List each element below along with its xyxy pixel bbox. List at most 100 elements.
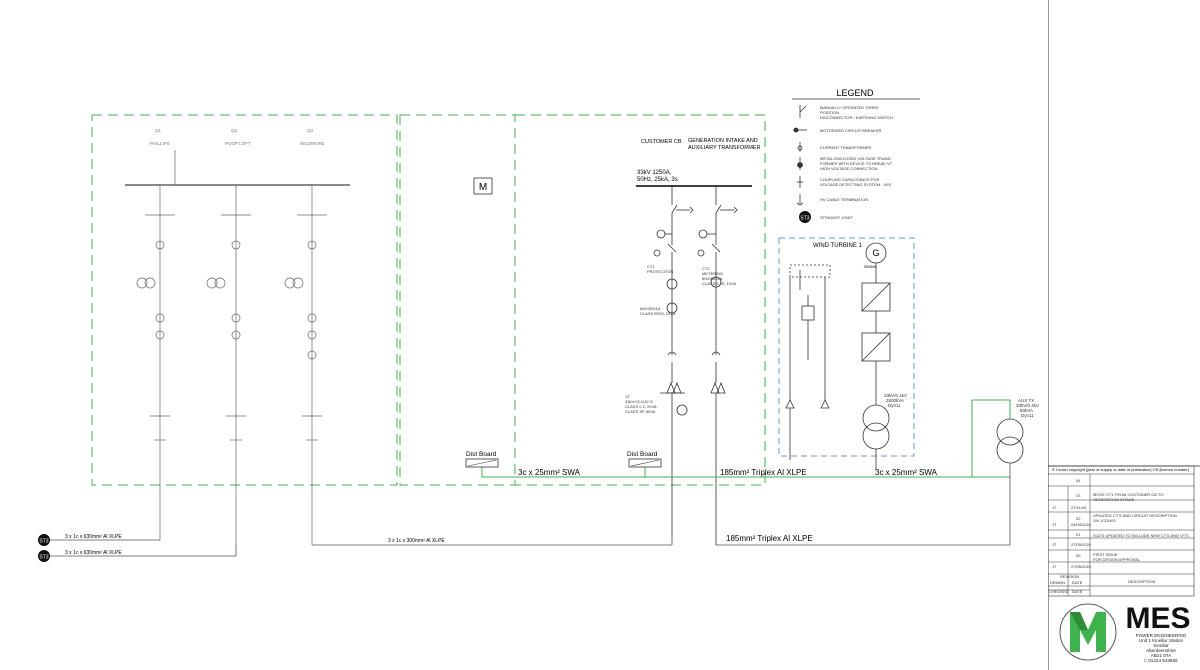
cable-swa-2: 3c x 25mm² SWA bbox=[875, 468, 938, 477]
company-line2: Unit 1 Kinellar Station bbox=[1139, 638, 1184, 643]
busbar-rating-1: 33kV 1250A, bbox=[637, 170, 672, 176]
vt-line2: 33kV/√3:110/√3 bbox=[625, 399, 653, 404]
gen-intake-line2: AUXILIARY TRANSFORMER bbox=[688, 145, 760, 151]
company-line5: AB21 0TA bbox=[1151, 653, 1173, 658]
legend-joint-symbol-label: ST3 bbox=[800, 216, 809, 222]
motor-label: M bbox=[479, 182, 487, 193]
legend-item-5a: COUPLING CAPACITANCE FOR bbox=[820, 177, 880, 182]
cable-630-2: 3 x 1c x 630mm² Al XLPE bbox=[65, 550, 122, 556]
feeder-name-3: WILDMORE bbox=[300, 141, 325, 146]
wind-turbine-enclosure bbox=[778, 237, 915, 457]
rev-02-desc-1: UPDATED CT'S AND CIRCUIT DESCRIPTION bbox=[1093, 513, 1177, 518]
cable-swa-1: 3c x 25mm² SWA bbox=[518, 468, 581, 477]
legend-item-4a: METAL-ENCLOSED VOLTAGE TRANS- bbox=[820, 156, 892, 161]
vt-line1: VT bbox=[625, 394, 631, 399]
aux-transformer bbox=[996, 418, 1024, 464]
vt-line4: CLASS 3P, 50VA bbox=[625, 409, 656, 414]
rev-00-date: 27/05/2024 bbox=[1071, 564, 1092, 569]
cable-300: 3 x 1c x 300mm² Al XLPE bbox=[388, 538, 445, 544]
rev-02-desc-2: ON 1CDH03 bbox=[1093, 518, 1116, 523]
feeder-id-1: Q1 bbox=[155, 128, 162, 133]
ct1-line4: CLASS 5P20, 10VA bbox=[640, 311, 676, 316]
ct2-line2: METERING bbox=[702, 271, 723, 276]
logo-text: MES bbox=[1125, 602, 1190, 635]
dist-board-2-label: Dist Board bbox=[627, 451, 658, 458]
joint-1-label: ST3 bbox=[39, 539, 48, 545]
customer-enclosure bbox=[515, 114, 766, 486]
customer-cb-label: CUSTOMER CB bbox=[641, 139, 682, 145]
company-line4: Aberdeenshire bbox=[1146, 648, 1176, 653]
legend-item-1c: DISCONNECTOR / EARTHING SWITCH bbox=[820, 115, 893, 120]
ct2-line4: CLASS 0.2S, 10VA bbox=[702, 281, 737, 286]
date-header-2: DATE bbox=[1072, 589, 1083, 594]
legend-item-6: HV CABLE TERMINATION bbox=[820, 197, 868, 202]
wind-turbine-label: WIND TURBINE 1 bbox=[813, 243, 863, 249]
customer-feeders bbox=[653, 186, 738, 545]
rev-02-date: 04/09/2024 bbox=[1071, 522, 1092, 527]
gen-tx-line1: 33kV/0.4kV bbox=[884, 393, 907, 398]
gen-tx-line3: Dyn11 bbox=[888, 403, 901, 408]
generator-symbol: G bbox=[872, 248, 879, 258]
straight-joint-1 bbox=[38, 534, 50, 546]
dist-board-1-label: Dist Board bbox=[466, 451, 497, 458]
rev-04-number: 04 bbox=[1076, 478, 1081, 483]
ct1-line2: PROTECTION bbox=[647, 269, 673, 274]
legend-labels: MANUALLY OPERATED THREE POSITION DISCONN… bbox=[820, 105, 893, 220]
legend-title: LEGEND bbox=[836, 88, 874, 98]
single-line-diagram: Q1 PHILLIPS Q2 POOP LOFT Q3 WILDMORE M C… bbox=[38, 88, 1039, 562]
description-header: DESCRIPTION bbox=[1128, 579, 1155, 584]
rev-00-number: 00 bbox=[1076, 553, 1081, 558]
company-line1: POWER ENGINEERING bbox=[1136, 633, 1187, 638]
feeder-name-2: POOP LOFT bbox=[225, 141, 251, 146]
aux-tx-line2: 33kV/0.4kV bbox=[1016, 403, 1039, 408]
gen-tx-labels: 33kV/0.4kV 2800kVA Dyn11 bbox=[884, 393, 907, 408]
ct1-line1: CT1 bbox=[647, 264, 655, 269]
feeder-id-3: Q3 bbox=[307, 128, 314, 133]
rev-03-desc-1: MOVE CT1 FROM CUSTOMER CB TO bbox=[1093, 492, 1163, 497]
aux-tx-labels: AUX TX 33kV/0.4kV 50kVA Dyn11 bbox=[1016, 398, 1039, 418]
generator-rating: 3300kW bbox=[864, 265, 878, 269]
ct-labels: CT1 PROTECTION 600/300/1A CLASS 5P20, 10… bbox=[625, 264, 737, 414]
green-cables bbox=[481, 399, 1011, 478]
rev-00-desc-2: FOR DESIGN APPROVAL bbox=[1093, 557, 1141, 562]
aux-tx-line3: 50kVA bbox=[1020, 408, 1033, 413]
legend-item-4c: HIGH VOLTAGE CONNECTION bbox=[820, 166, 878, 171]
vt-line3: CLASS 0.2, 20VA bbox=[625, 404, 657, 409]
legend-item-5b: VOLTAGE DETECTING SYSTEM - IVIS bbox=[820, 182, 892, 187]
wind-turbine-circuit bbox=[785, 242, 891, 470]
feeder-name-1: PHILLIPS bbox=[150, 141, 170, 146]
legend-item-3: CURRENT TRANSFORMER bbox=[820, 145, 872, 150]
title-block: © Crown copyright [year of supply or dat… bbox=[1048, 0, 1200, 670]
revision-grid bbox=[1048, 473, 1194, 596]
rev-01-number: 01 bbox=[1076, 532, 1081, 537]
cable-triplex-2: 185mm² Triplex Al XLPE bbox=[726, 534, 813, 543]
left-switchgear bbox=[125, 150, 350, 545]
ct2-line1: CT2 bbox=[702, 266, 710, 271]
rev-03-desc-2: GENERATION INTAKE bbox=[1093, 497, 1135, 502]
feeder-id-2: Q2 bbox=[231, 128, 238, 133]
company-line3: Kinellar bbox=[1153, 643, 1169, 648]
grey-cables bbox=[46, 463, 1011, 557]
legend-joint-symbol bbox=[799, 211, 811, 223]
rev-01-date: 27/05/2024 bbox=[1071, 542, 1092, 547]
company-address: POWER ENGINEERING Unit 1 Kinellar Statio… bbox=[1136, 633, 1187, 663]
date-header: DATE bbox=[1072, 580, 1083, 585]
cable-630-1: 3 x 1c x 630mm² Al XLPE bbox=[65, 534, 122, 540]
revision-rows: 04 03 JT 27/11/24 MOVE CT1 FROM CUSTOMER… bbox=[1049, 478, 1189, 594]
legend-item-1b: POSITION bbox=[820, 110, 839, 115]
legend-item-7: STRAIGHT JOINT bbox=[820, 215, 853, 220]
dist-boards bbox=[465, 458, 662, 468]
legend-item-1a: MANUALLY OPERATED THREE bbox=[820, 105, 879, 110]
cable-triplex-1: 185mm² Triplex Al XLPE bbox=[720, 468, 807, 477]
ct2-line3: 600/300/1A bbox=[702, 276, 723, 281]
mes-logo bbox=[1059, 603, 1117, 661]
gen-tx-line2: 2800kVA bbox=[886, 398, 904, 403]
company-line6: t: 01224 543655 bbox=[1144, 658, 1178, 663]
motor-symbol bbox=[473, 177, 493, 195]
rev-00-drawn: JT bbox=[1052, 564, 1057, 569]
rev-02-drawn: JT bbox=[1052, 522, 1057, 527]
feeder-labels: Q1 PHILLIPS Q2 POOP LOFT Q3 WILDMORE bbox=[150, 128, 325, 146]
aux-tx-line4: Dyn11 bbox=[1021, 413, 1034, 418]
legend-item-2: MOTORIZED CIRCUIT BREAKER bbox=[820, 128, 882, 133]
rev-02-number: 02 bbox=[1076, 516, 1081, 521]
